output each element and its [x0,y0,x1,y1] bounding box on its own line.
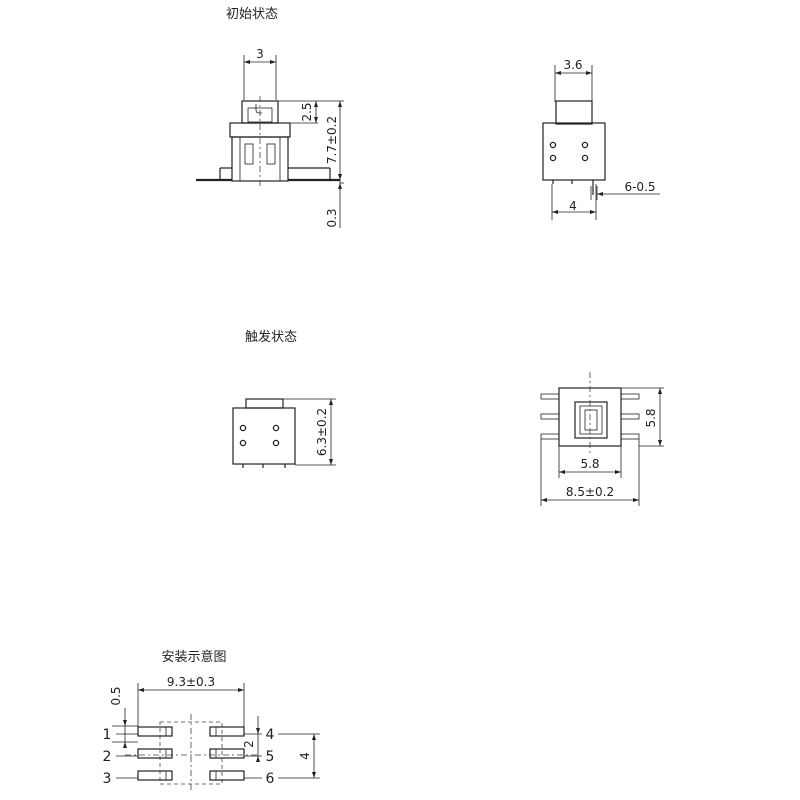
triggered-state-title: 触发状态 [245,329,297,345]
initial-state-side-view: 3.6 4 6-0.5 [542,58,660,220]
pin-number-1: 1 [103,727,112,743]
install-total-width-label: 9.3±0.3 [167,675,215,689]
top-view: 5.8 5.8 8.5±0.2 [540,372,664,506]
installation-diagram: 安装示意图 9.3±0.3 0.5 1 2 3 [103,649,320,792]
triggered-height-label: 6.3±0.2 [315,408,329,456]
pin-number-4: 4 [266,727,275,743]
top-body-height-label: 5.8 [644,408,658,427]
initial-state-title: 初始状态 [226,7,278,22]
initial-front-total-height-label: 7.7±0.2 [325,116,339,164]
initial-front-plunger-height-label: 2.5 [300,102,314,121]
initial-side-pin-spec-label: 6-0.5 [624,180,655,194]
pin-number-2: 2 [103,749,112,765]
initial-state-front-view: 初始状态 3 2.5 [196,7,344,228]
initial-front-base-thickness-label: 0.3 [325,208,339,227]
triggered-state-view: 触发状态 6.3±0.2 [232,329,336,468]
install-pitch-label: 2 [242,740,256,748]
initial-side-width-label: 3.6 [563,58,582,72]
installation-diagram-title: 安装示意图 [161,649,226,665]
pin-number-6: 6 [266,771,275,787]
top-total-width-label: 8.5±0.2 [566,485,614,499]
pin-number-3: 3 [103,771,112,787]
top-body-width-label: 5.8 [580,457,599,471]
install-pad-length-label: 0.5 [109,686,123,705]
pin-number-5: 5 [266,749,275,765]
install-row-span-label: 4 [298,752,312,760]
initial-front-width-label: 3 [256,47,264,61]
initial-side-pin-spacing-label: 4 [569,199,577,213]
